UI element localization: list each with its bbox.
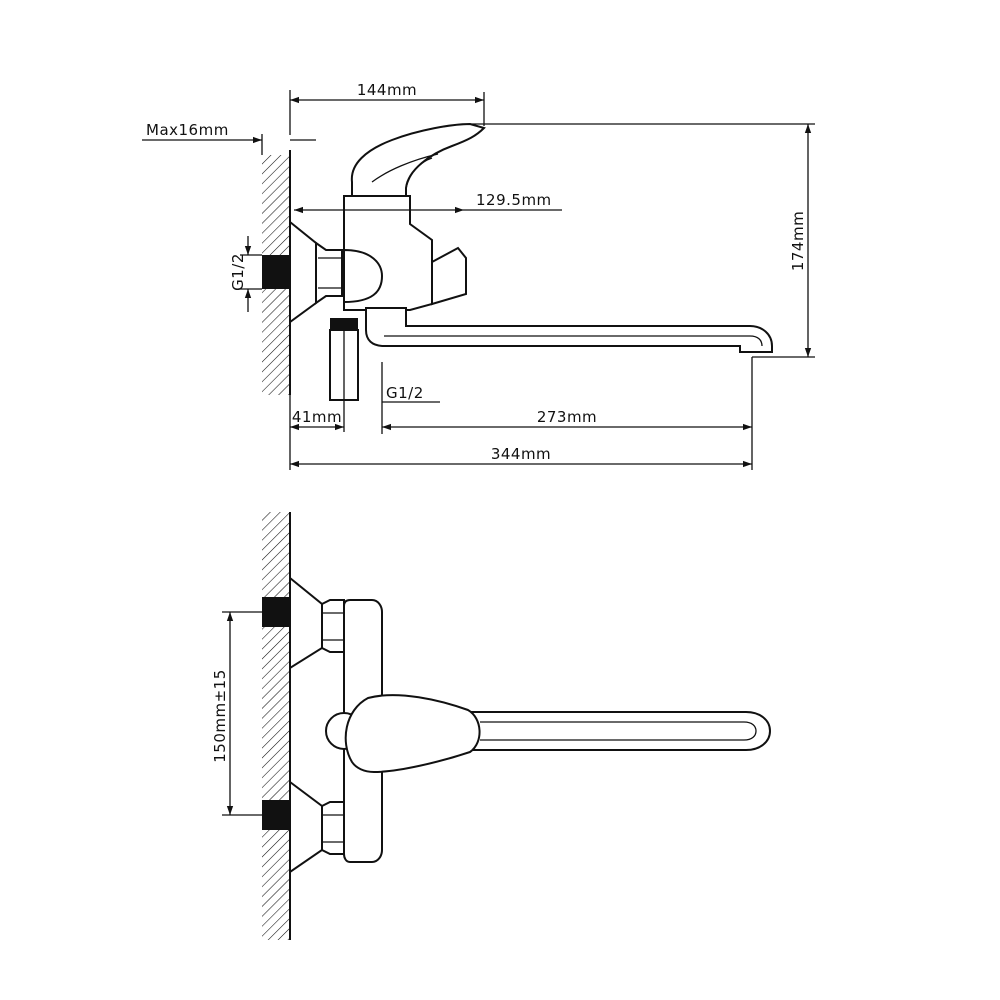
outlet-thread-label: G1/2 bbox=[386, 384, 424, 402]
dimension-lines-side bbox=[142, 90, 815, 470]
upper-inlet-top bbox=[262, 575, 345, 670]
handle-top bbox=[344, 694, 481, 774]
handle-reach-label: 144mm bbox=[357, 81, 417, 99]
outlet-side bbox=[329, 318, 359, 401]
lower-inlet-top bbox=[262, 780, 345, 874]
wall-to-outlet-label: 41mm bbox=[292, 408, 342, 426]
side-view: 144mm Max16mm 129.5mm 174mm G1/2 G1/2 41… bbox=[142, 81, 815, 470]
spout-length-label: 273mm bbox=[537, 408, 597, 426]
inlet-thread-label: G1/2 bbox=[229, 253, 247, 291]
total-length-label: 344mm bbox=[491, 445, 551, 463]
wall-thickness-label: Max16mm bbox=[146, 121, 229, 139]
body-reach-label: 129.5mm bbox=[476, 191, 552, 209]
top-view: 150mm±15 bbox=[211, 512, 772, 940]
dimension-lines-top bbox=[222, 611, 262, 816]
faucet-body-side bbox=[343, 122, 486, 311]
inlet-spacing-label: 150mm±15 bbox=[211, 669, 229, 763]
inlet-side bbox=[262, 219, 343, 324]
spout-side bbox=[365, 307, 773, 353]
wall-top bbox=[262, 512, 291, 940]
spout-top bbox=[469, 711, 772, 751]
total-height-label: 174mm bbox=[789, 211, 807, 271]
